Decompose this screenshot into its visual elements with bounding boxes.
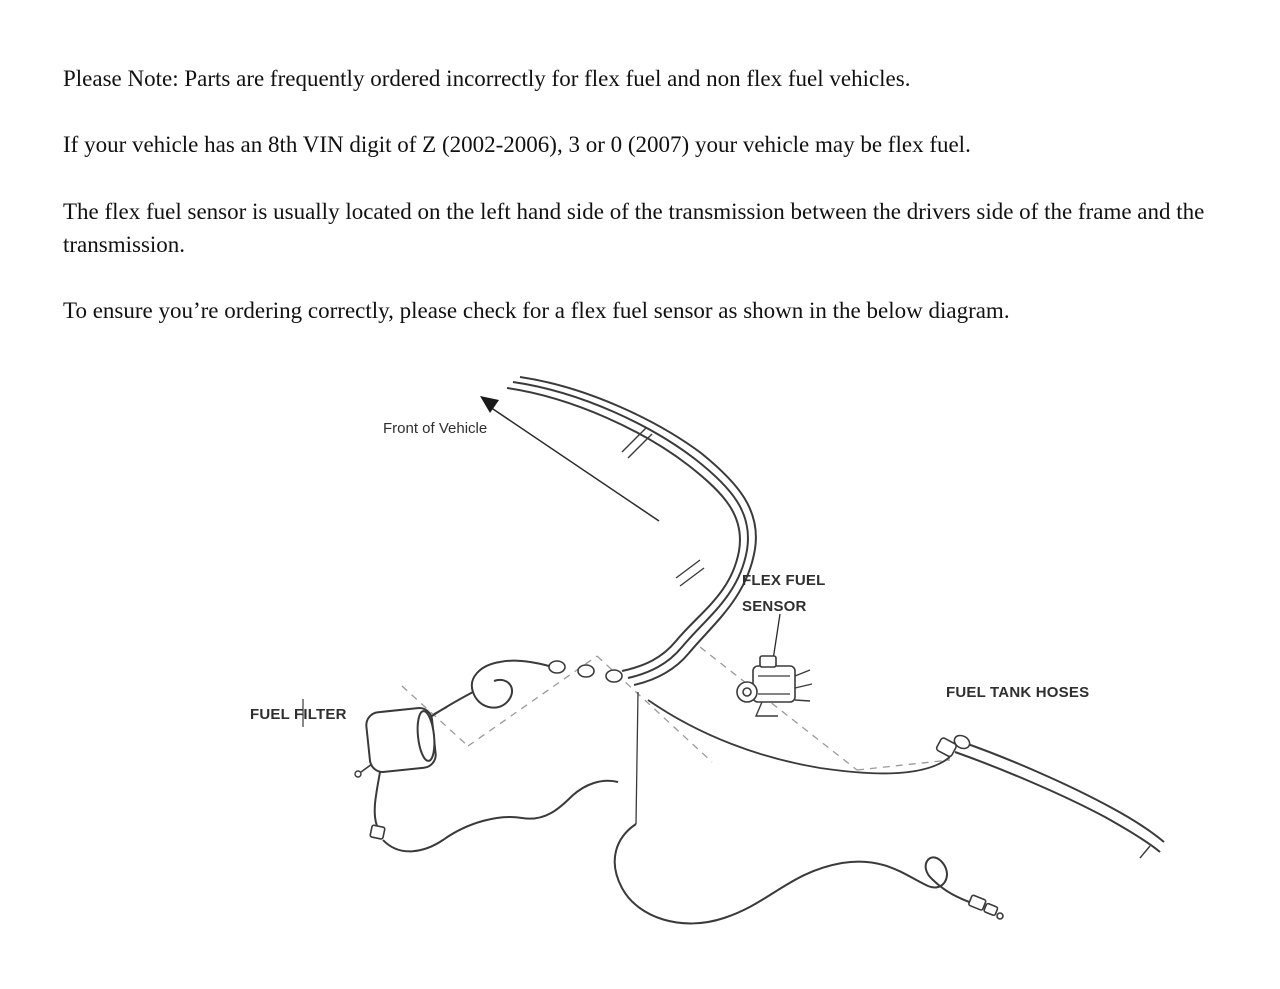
quick-connect-fittings (548, 660, 623, 683)
bottom-fuel-hose (613, 823, 975, 925)
filter-outlet-hose (373, 771, 619, 853)
loop-hose (431, 659, 550, 717)
tank-hose-fitting (935, 734, 971, 758)
notice-block: Please Note: Parts are frequently ordere… (63, 62, 1218, 361)
mid-fuel-hose (647, 699, 951, 775)
note-paragraph-4: To ensure you’re ordering correctly, ple… (63, 298, 1010, 324)
note-paragraph-3: The flex fuel sensor is usually located … (63, 198, 1205, 258)
line-break-marks (621, 427, 705, 587)
fuel-tank-hoses-lines (954, 741, 1165, 859)
sensor-drop-line (635, 691, 639, 825)
flex-fuel-sensor-label-line1: FLEX FUEL (742, 572, 826, 589)
front-of-vehicle-label: Front of Vehicle (383, 420, 488, 437)
fuel-filter-shape (354, 706, 448, 778)
sensor-leader-line (772, 613, 781, 661)
flex-fuel-sensor-label-line2: SENSOR (742, 598, 807, 615)
flex-fuel-sensor-shape (736, 655, 813, 717)
fuel-filter-label: FUEL FILTER (250, 706, 347, 723)
note-paragraph-1: Please Note: Parts are frequently ordere… (63, 66, 911, 91)
flex-fuel-sensor-label: FLEX FUEL SENSOR (742, 568, 825, 620)
hose-connector (369, 824, 386, 840)
front-of-vehicle-arrow (480, 396, 660, 522)
note-paragraph-2: If your vehicle has an 8th VIN digit of … (63, 132, 971, 158)
bottom-hose-connectors (968, 894, 1004, 920)
fuel-tank-hoses-label: FUEL TANK HOSES (946, 684, 1090, 701)
fuel-line-bundle (506, 376, 757, 686)
